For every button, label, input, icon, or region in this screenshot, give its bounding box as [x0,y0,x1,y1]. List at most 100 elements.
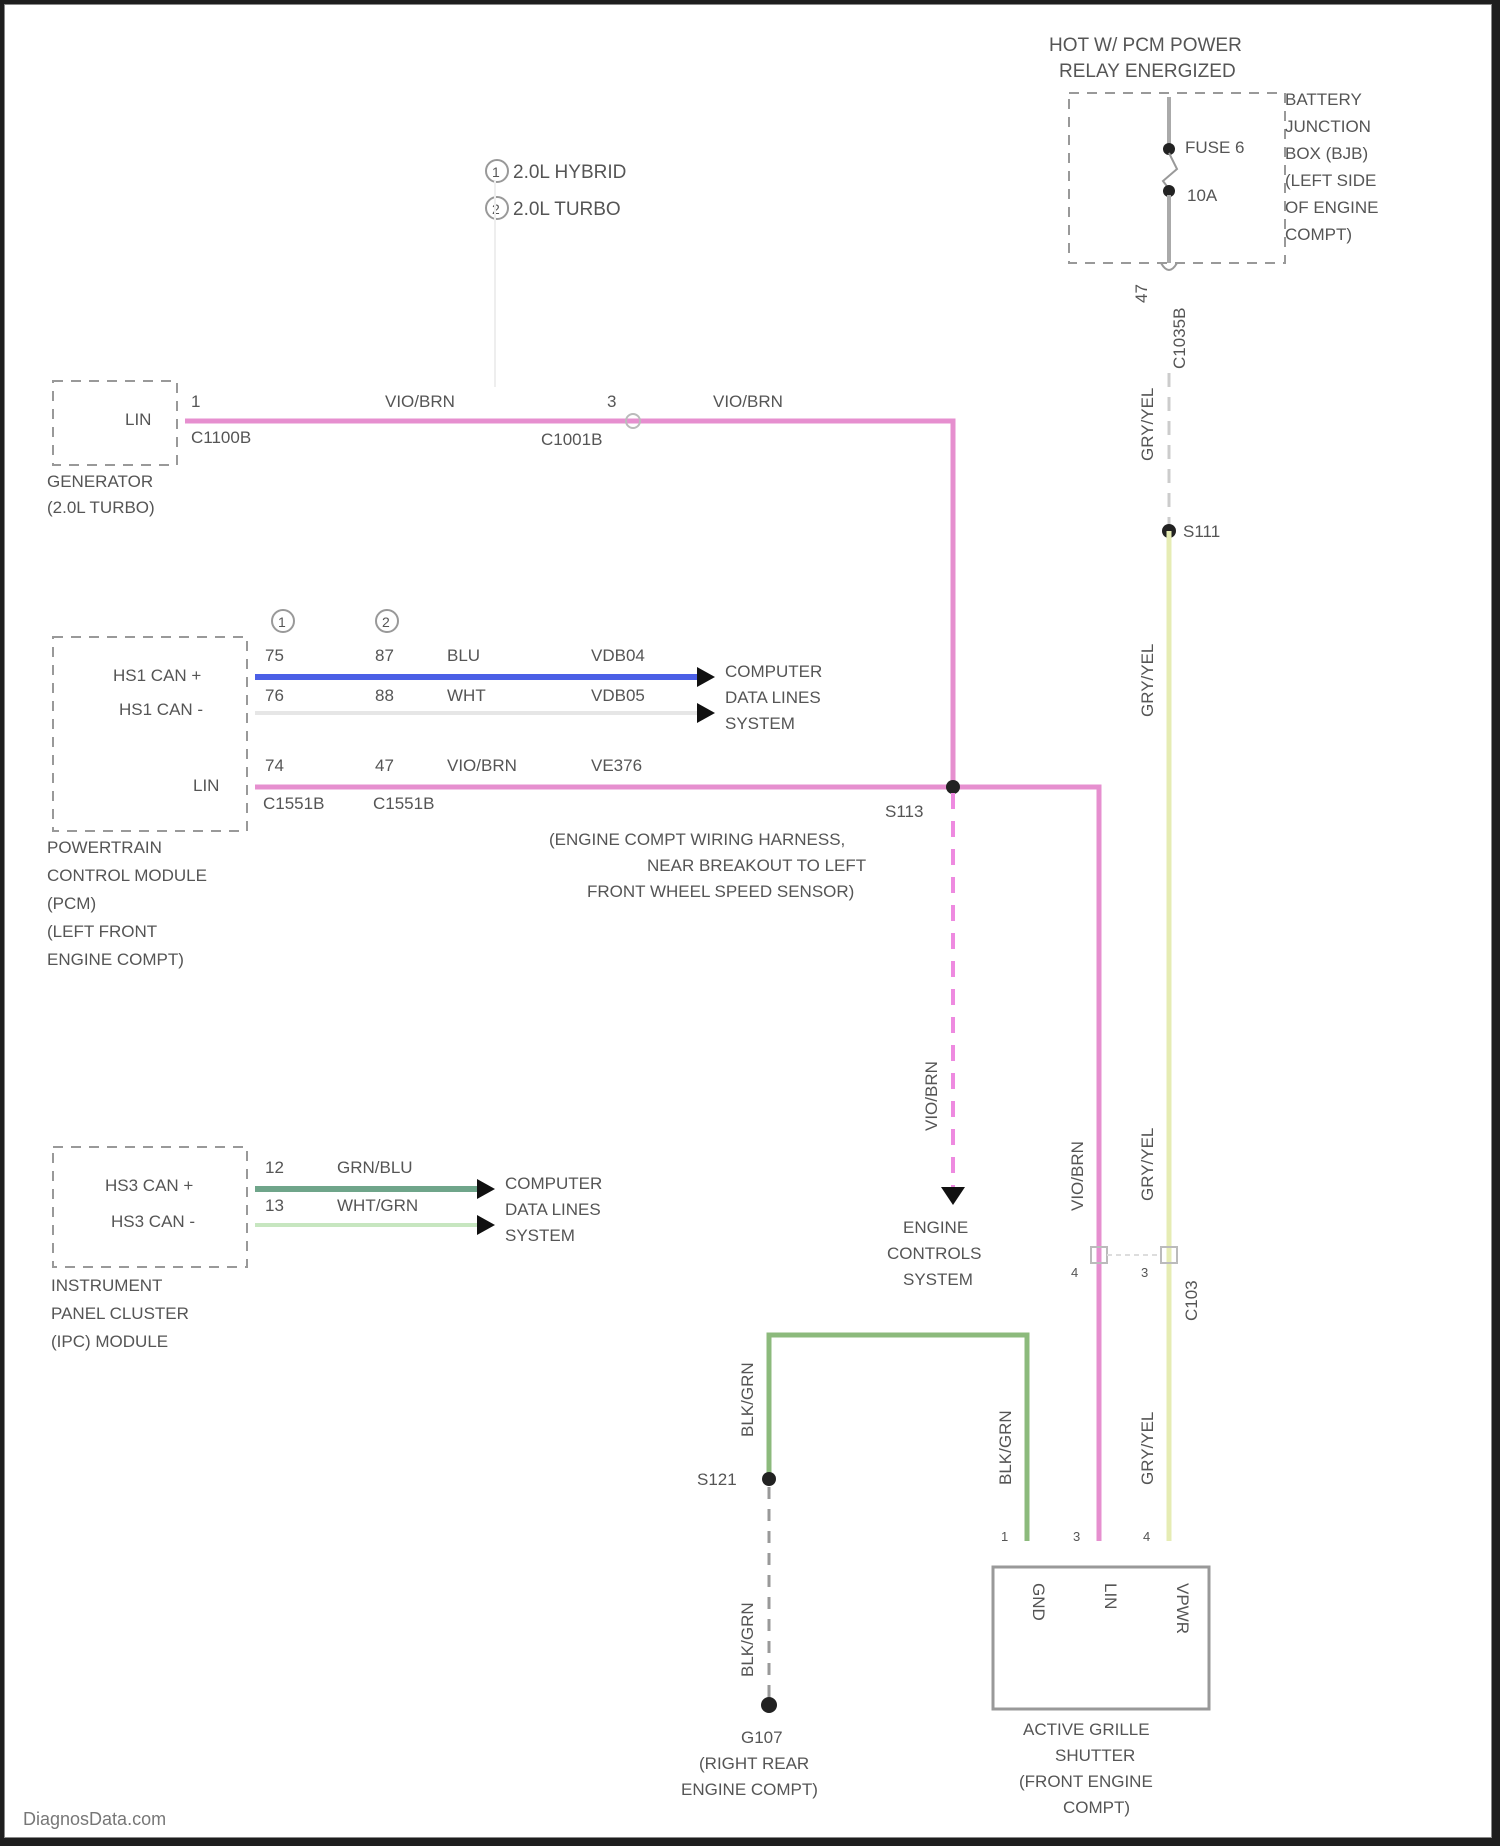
wire-label: VIO/BRN [385,392,455,411]
svg-text:75: 75 [265,646,284,665]
svg-text:(PCM): (PCM) [47,894,96,913]
svg-text:(RIGHT REAR: (RIGHT REAR [699,1754,809,1773]
engine-controls-ref: ENGINE CONTROLS SYSTEM [887,1218,981,1289]
svg-text:GRN/BLU: GRN/BLU [337,1158,413,1177]
arrow-icon [941,1187,965,1205]
svg-text:SYSTEM: SYSTEM [903,1270,973,1289]
svg-text:3: 3 [607,392,616,411]
svg-text:PANEL CLUSTER: PANEL CLUSTER [51,1304,189,1323]
svg-text:COMPUTER: COMPUTER [505,1174,602,1193]
svg-text:LIN: LIN [1101,1583,1120,1609]
svg-text:S113: S113 [885,802,923,821]
svg-text:2: 2 [382,614,390,630]
fuse-icon [1161,152,1179,190]
fuse-rating: 10A [1187,186,1218,205]
generator-name: GENERATOR [47,472,153,491]
svg-text:WHT: WHT [447,686,486,705]
legend-opt2: 2.0L TURBO [513,199,621,220]
bjb-label-2: JUNCTION [1285,117,1371,136]
wire-label: BLK/GRN [738,1362,757,1437]
svg-text:76: 76 [265,686,284,705]
wire-label: VIO/BRN [713,392,783,411]
wire-vio-brn-generator [185,418,956,787]
generator-variant: (2.0L TURBO) [47,498,155,517]
wiring-diagram: 1 2.0L HYBRID 2 2.0L TURBO HOT W/ PCM PO… [23,35,1379,1829]
watermark: DiagnosData.com [23,1809,166,1829]
svg-text:WHT/GRN: WHT/GRN [337,1196,418,1215]
ground-icon [761,1697,777,1713]
svg-text:88: 88 [375,686,394,705]
svg-text:3: 3 [1141,1265,1148,1280]
wire-vio-brn-pcm-lin [255,784,1102,1541]
svg-text:1: 1 [1001,1529,1008,1544]
svg-text:VIO/BRN: VIO/BRN [447,756,517,775]
wire-label: GRY/YEL [1138,388,1157,461]
svg-text:ENGINE COMPT): ENGINE COMPT) [47,950,184,969]
bjb-label-3: BOX (BJB) [1285,144,1368,163]
svg-text:FRONT WHEEL SPEED SENSOR): FRONT WHEEL SPEED SENSOR) [587,882,854,901]
svg-text:C103: C103 [1182,1280,1201,1321]
svg-text:SYSTEM: SYSTEM [505,1226,575,1245]
svg-text:ENGINE COMPT): ENGINE COMPT) [681,1780,818,1799]
power-header-1: HOT W/ PCM POWER [1049,35,1242,56]
wire-label: VIO/BRN [1068,1141,1087,1211]
connector-icon [1160,262,1178,271]
battery-junction-box: HOT W/ PCM POWER RELAY ENERGIZED FUSE 6 … [1049,35,1379,369]
wire-label: BLK/GRN [738,1602,757,1677]
svg-text:HS1 CAN -: HS1 CAN - [119,700,203,719]
bjb-label-6: COMPT) [1285,225,1352,244]
ground-g107: G107 (RIGHT REAR ENGINE COMPT) [681,1728,818,1799]
svg-text:1: 1 [492,164,500,180]
fuse-name: FUSE 6 [1185,138,1245,157]
bjb-label-5: OF ENGINE [1285,198,1379,217]
svg-text:HS3 CAN -: HS3 CAN - [111,1212,195,1231]
svg-text:47: 47 [375,756,394,775]
generator: LIN GENERATOR (2.0L TURBO) 1 C1100B VIO/… [47,380,783,517]
svg-text:HS3 CAN +: HS3 CAN + [105,1176,193,1195]
connector-c103: 4 3 C103 [1071,1246,1201,1321]
svg-text:C1551B: C1551B [263,794,324,813]
svg-text:SYSTEM: SYSTEM [725,714,795,733]
power-header-2: RELAY ENERGIZED [1059,61,1236,82]
pcm-module: HS1 CAN + HS1 CAN - LIN POWERTRAIN CONTR… [47,609,822,969]
svg-text:INSTRUMENT: INSTRUMENT [51,1276,162,1295]
svg-text:1: 1 [278,614,286,630]
svg-text:DATA LINES: DATA LINES [725,688,821,707]
svg-text:3: 3 [1073,1529,1080,1544]
arrow-icon [477,1179,495,1199]
svg-text:(LEFT FRONT: (LEFT FRONT [47,922,157,941]
wire-blk-grn-ground [766,1332,1030,1541]
option-legend: 1 2.0L HYBRID 2 2.0L TURBO [485,159,626,220]
svg-text:ENGINE: ENGINE [903,1218,968,1237]
splice-s111-label: S111 [1183,522,1220,541]
wire-label: GRY/YEL [1138,1128,1157,1201]
bjb-label-1: BATTERY [1285,90,1362,109]
svg-text:VE376: VE376 [591,756,642,775]
legend-opt1: 2.0L HYBRID [513,162,626,183]
svg-text:87: 87 [375,646,394,665]
svg-text:13: 13 [265,1196,284,1215]
svg-text:VPWR: VPWR [1173,1583,1192,1634]
svg-text:BLU: BLU [447,646,480,665]
bjb-label-4: (LEFT SIDE [1285,171,1376,190]
svg-text:G107: G107 [741,1728,783,1747]
splice-s121 [762,1472,776,1486]
svg-text:LIN: LIN [193,776,219,795]
svg-text:4: 4 [1143,1529,1150,1544]
generator-lin-pin: LIN [125,410,151,429]
diagram-frame: 1 2.0L HYBRID 2 2.0L TURBO HOT W/ PCM PO… [4,4,1492,1838]
wire-label: BLK/GRN [996,1410,1015,1485]
arrow-icon [697,667,715,687]
ipc-module: HS3 CAN + HS3 CAN - INSTRUMENT PANEL CLU… [51,1146,602,1351]
wire-label: VIO/BRN [922,1061,941,1131]
svg-text:VDB04: VDB04 [591,646,645,665]
svg-text:C1001B: C1001B [541,430,602,449]
svg-text:HS1 CAN +: HS1 CAN + [113,666,201,685]
active-grille-shutter: 1 3 4 GND LIN VPWR ACTIVE GRILLE SHUTTER… [991,1529,1211,1817]
svg-text:SHUTTER: SHUTTER [1055,1746,1135,1765]
svg-text:GND: GND [1029,1583,1048,1621]
fuse-terminal-top [1163,143,1175,155]
wire-gry-yel: GRY/YEL S111 GRY/YEL GRY/YEL GRY/YEL [1138,373,1220,1541]
svg-text:C1100B: C1100B [191,428,251,447]
power-pin: 47 [1132,284,1151,303]
